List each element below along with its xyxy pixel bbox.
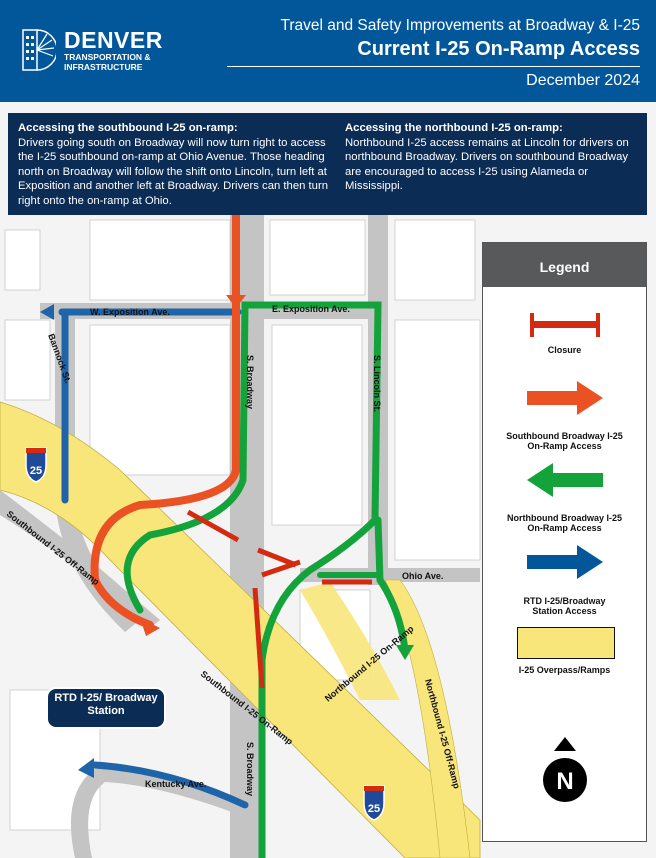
logo-subtitle: INFRASTRUCTURE <box>64 62 143 72</box>
green-route-main <box>123 301 382 858</box>
blue-arrowhead <box>78 758 94 778</box>
north-arrow-icon: N <box>543 737 587 802</box>
blue-route-kentucky <box>91 761 249 809</box>
svg-text:N: N <box>556 768 573 795</box>
logo-subtitle: TRANSPORTATION & <box>64 52 151 62</box>
northbound-text: Northbound I-25 access remains at Lincol… <box>345 136 629 193</box>
southbound-heading: Accessing the southbound I-25 on-ramp: <box>18 122 238 134</box>
s-broadway-label: S. Broadway <box>245 355 255 409</box>
page-title: Current I-25 On-Ramp Access <box>357 38 640 60</box>
s-broadway-label: S. Broadway <box>245 742 255 796</box>
legend-overpass: I-25 Overpass/Ramps <box>518 665 611 675</box>
w-exposition-label: W. Exposition Ave. <box>90 307 170 317</box>
green-arrow-icon <box>527 463 603 497</box>
svg-text:25: 25 <box>368 803 380 815</box>
nb-onramp-road <box>300 582 400 700</box>
orange-arrow-icon <box>527 381 603 415</box>
blue-arrowhead <box>40 304 54 320</box>
header-divider <box>227 66 640 67</box>
logo-title: DENVER <box>64 27 163 53</box>
legend-rtd: RTD I-25/Broadway Station Access <box>523 596 606 616</box>
routes <box>58 211 409 858</box>
closures <box>186 509 372 689</box>
s-lincoln-label: S. Lincoln St. <box>372 355 382 412</box>
kentucky-label: Kentucky Ave. <box>145 779 206 789</box>
green-route-lincoln-ohio <box>374 516 409 654</box>
info-box: Accessing the southbound I-25 on-ramp: D… <box>8 113 647 215</box>
interstate-shield-icon: 25 <box>25 447 47 483</box>
blue-arrow-icon <box>527 545 603 579</box>
green-arrowhead <box>396 645 414 660</box>
sb-offramp-road <box>0 490 160 628</box>
legend-northbound: Northbound Broadway I-25 On-Ramp Access <box>506 513 622 533</box>
legend-closure: Closure <box>547 345 582 355</box>
northbound-heading: Accessing the northbound I-25 on-ramp: <box>345 122 563 134</box>
legend-title: Legend <box>483 243 646 287</box>
legend: Legend Closure Southbound Broadway I-25 … <box>482 242 647 842</box>
legend-southbound: Southbound Broadway I-25 On-Ramp Access <box>506 431 623 451</box>
orange-arrowhead <box>140 618 160 636</box>
header: DENVER TRANSPORTATION & INFRASTRUCTURE T… <box>0 0 656 102</box>
rtd-station-label: RTD I-25/ Broadway Station <box>46 687 166 729</box>
header-date: December 2024 <box>526 72 640 89</box>
ohio-road <box>300 568 480 582</box>
overpass-swatch <box>517 627 615 659</box>
orange-arrowhead <box>226 295 246 308</box>
e-exposition-label: E. Exposition Ave. <box>272 304 350 314</box>
ohio-label: Ohio Ave. <box>402 571 443 581</box>
closure-icon <box>530 313 600 337</box>
svg-text:25: 25 <box>30 465 42 477</box>
orange-route <box>90 211 240 629</box>
interstate-shield-icon: 25 <box>363 785 385 821</box>
denver-logo-icon <box>22 29 56 71</box>
denver-logo: DENVER TRANSPORTATION & INFRASTRUCTURE <box>22 28 163 72</box>
southbound-text: Drivers going south on Broadway will now… <box>18 136 328 207</box>
header-subtitle: Travel and Safety Improvements at Broadw… <box>280 17 640 34</box>
